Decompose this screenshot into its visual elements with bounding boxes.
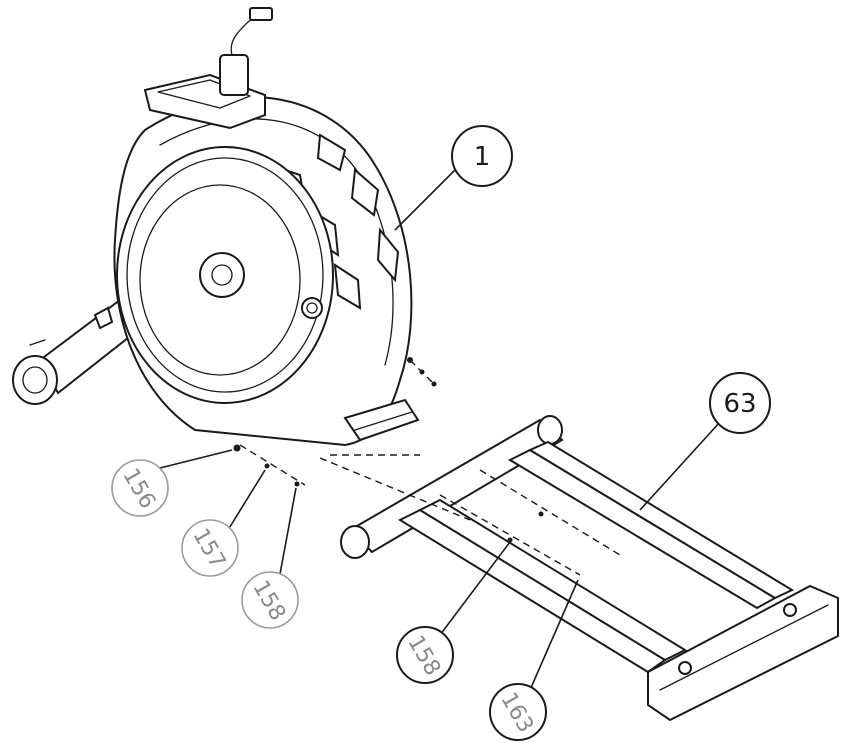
- callout-156: 156: [111, 449, 233, 517]
- flywheel-housing: [12, 7, 420, 447]
- fasteners: [233, 357, 544, 543]
- base-frame: [340, 415, 839, 722]
- callout-63: 63: [639, 372, 771, 511]
- callout-158-right: 158: [396, 541, 511, 684]
- callout-1-label: 1: [474, 142, 491, 172]
- callout-1: 1: [394, 125, 513, 231]
- console-mount: [143, 7, 273, 130]
- callout-163: 163: [489, 579, 579, 741]
- housing-bottom-bracket: [343, 398, 420, 442]
- callout-158-left: 158: [241, 487, 299, 629]
- front-stub-tube: [12, 298, 140, 405]
- callout-157: 157: [181, 469, 266, 577]
- callout-63-label: 63: [723, 389, 756, 419]
- assembly-guide-lines: [239, 359, 621, 576]
- flywheel-disc: [116, 146, 334, 404]
